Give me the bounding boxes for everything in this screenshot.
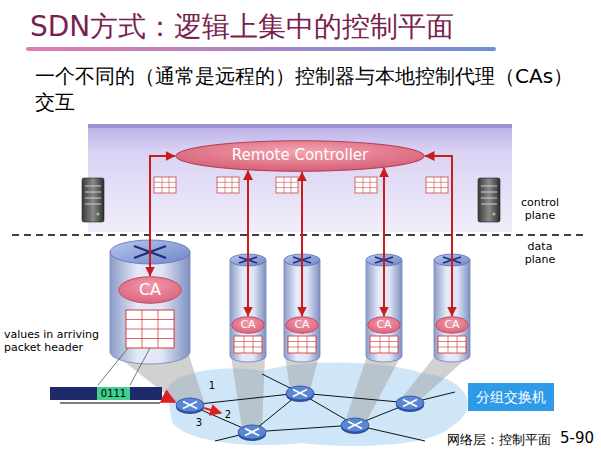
callout-note: values in arriving packet header <box>4 328 104 354</box>
control-agent: CA <box>285 316 319 334</box>
controller-ellipse: Remote Controller <box>175 140 425 172</box>
slide-title: SDN方式：逻辑上集中的控制平面 <box>30 9 454 45</box>
ellipse-fill <box>436 317 469 334</box>
plane-label: control plane <box>515 196 565 222</box>
control-agent: CA <box>435 316 469 334</box>
page-number: 5-90 <box>560 429 596 447</box>
port-number: 1 <box>208 380 216 392</box>
node-text: CA <box>240 319 255 332</box>
control-agent: CA <box>231 316 265 334</box>
ellipse-fill <box>232 317 265 334</box>
node-text: CA <box>294 319 309 332</box>
box-fill <box>469 384 554 411</box>
node-text: CA <box>444 319 459 332</box>
control-arrow <box>247 171 249 316</box>
node-text: CA <box>376 319 391 332</box>
footer-text: 网络层：控制平面 <box>447 432 557 448</box>
control-arrow <box>425 156 452 316</box>
node-text: CA <box>139 281 161 299</box>
subtitle: 一个不同的（通常是远程的）控制器与本地控制代理（CAs） 交互 <box>35 63 591 115</box>
header-bits: 0111 <box>97 387 130 400</box>
port-number: 3 <box>195 417 203 429</box>
ellipse-fill <box>286 317 319 334</box>
control-agent: CA <box>118 276 182 304</box>
plane-label: data plane <box>515 240 565 266</box>
ellipse-fill <box>119 277 182 304</box>
ellipse-fill <box>176 141 425 172</box>
control-arrow <box>301 172 303 316</box>
node-text: 分组交换机 <box>476 389 546 405</box>
control-arrow <box>383 168 385 316</box>
control-arrow <box>150 156 175 276</box>
control-agent: CA <box>367 316 401 334</box>
port-number: 2 <box>224 409 232 421</box>
ellipse-fill <box>368 317 401 334</box>
legend-box: 分组交换机 <box>468 383 554 411</box>
node-text: Remote Controller <box>232 147 368 164</box>
